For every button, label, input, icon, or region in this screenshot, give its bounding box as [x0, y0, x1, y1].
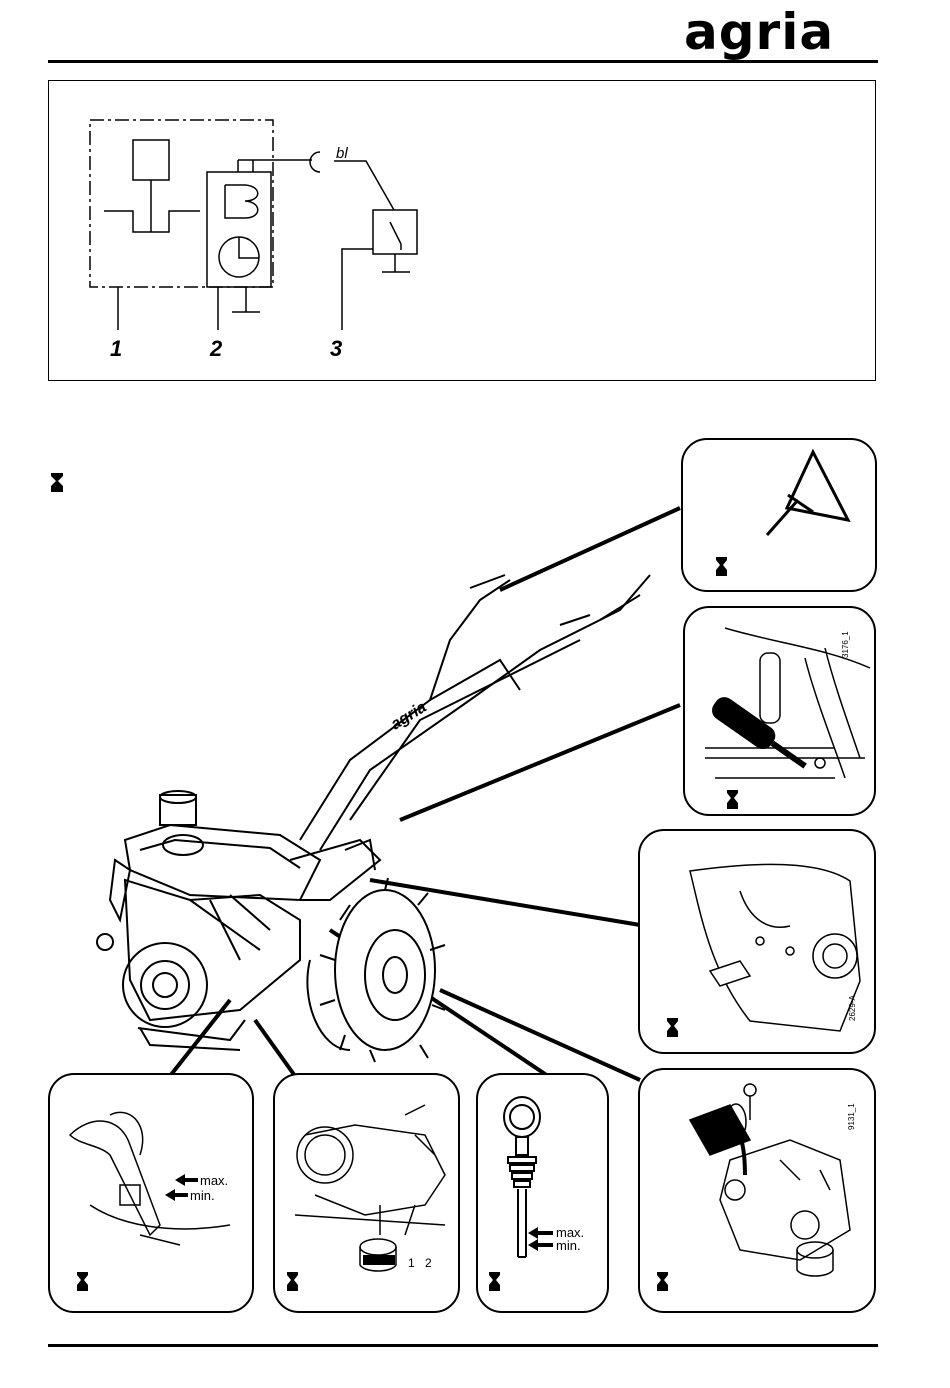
engine-oil-level-panel: max. min.	[48, 1073, 254, 1313]
drain-label-2: 2	[425, 1256, 432, 1270]
handle-brand-label: agria	[388, 699, 430, 734]
max-label: max.	[200, 1173, 228, 1188]
hourglass-icon	[77, 1272, 88, 1291]
panel-ref-label: 3176_1	[841, 631, 850, 658]
hourglass-icon	[489, 1272, 500, 1291]
min-label: min.	[556, 1238, 581, 1253]
cable-adjust-panel: 3176_1	[683, 606, 876, 816]
hourglass-icon	[287, 1272, 298, 1291]
bottom-rule	[48, 1344, 878, 1347]
hourglass-icon	[727, 790, 738, 809]
dipstick-panel: max. min.	[476, 1073, 609, 1313]
hourglass-icon	[657, 1272, 668, 1291]
panel-ref-label: 9131_1	[847, 1103, 856, 1130]
axle-oil-panel: 2629-A	[638, 829, 876, 1054]
hourglass-icon	[716, 557, 727, 576]
hourglass-icon	[667, 1018, 678, 1037]
cable-lever-panel	[681, 438, 877, 592]
drain-label-1: 1	[408, 1256, 415, 1270]
panel-ref-label: 2629-A	[848, 995, 857, 1021]
drain-plugs-panel: 1 2	[273, 1073, 460, 1313]
transmission-fill-panel: 9131_1	[638, 1068, 876, 1313]
min-label: min.	[190, 1188, 215, 1203]
